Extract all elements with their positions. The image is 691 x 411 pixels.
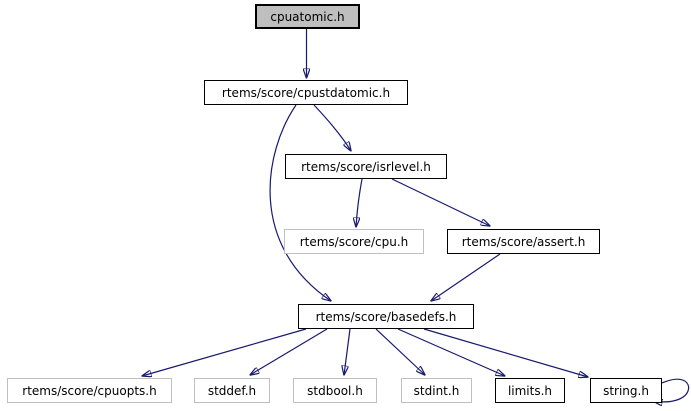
edge-basedefs-to-string [423,328,588,377]
node-cpu-h: rtems/score/cpu.h [284,229,424,254]
node-cpuopts-h: rtems/score/cpuopts.h [7,378,172,403]
edge-basedefs-to-stddef [250,328,328,375]
edge-isrlevel-to-cpu [356,178,363,227]
edge-cpustdatomic-to-isrlevel [313,104,351,151]
edge-string-self-loop [653,378,690,402]
node-limits-h[interactable]: limits.h [495,378,565,403]
edge-basedefs-to-limits [397,328,505,376]
node-stddef-h: stddef.h [194,378,270,403]
node-basedefs-h[interactable]: rtems/score/basedefs.h [298,304,474,329]
node-cpuatomic-h: cpuatomic.h [255,4,360,29]
node-stdbool-h: stdbool.h [293,378,377,403]
edge-basedefs-to-stdbool [344,328,351,375]
node-isrlevel-h[interactable]: rtems/score/isrlevel.h [285,154,447,179]
edge-basedefs-to-cpuopts [142,328,307,376]
edge-assert-to-basedefs [431,253,501,301]
node-cpustdatomic-h[interactable]: rtems/score/cpustdatomic.h [204,80,408,105]
edge-isrlevel-to-assert [391,178,490,226]
node-string-h[interactable]: string.h [590,378,662,403]
edge-cpustdatomic-to-basedefs [269,104,331,301]
node-assert-h[interactable]: rtems/score/assert.h [447,229,600,254]
edge-basedefs-to-stdint [375,328,425,375]
node-stdint-h: stdint.h [401,378,472,403]
